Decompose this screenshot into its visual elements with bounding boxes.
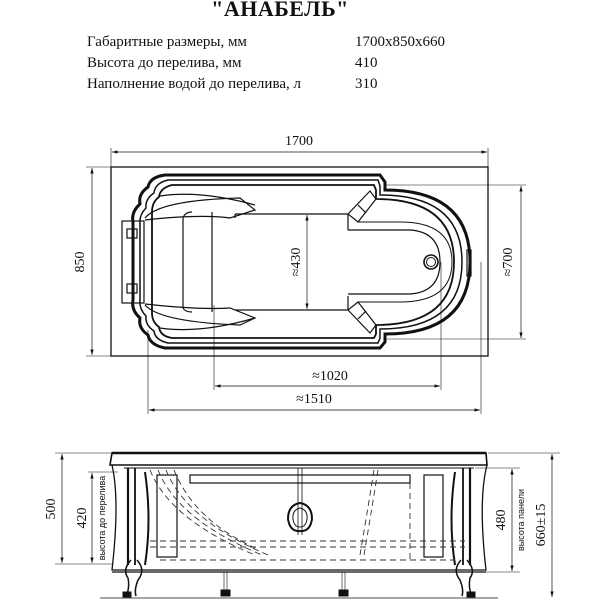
dim-total-height: 660±15 <box>534 504 549 547</box>
spec-row-dimensions: Габаритные размеры, мм 1700x850x660 <box>87 34 445 51</box>
dim-panel-height: 480 <box>494 510 509 531</box>
panel-height-label: высота панели <box>516 489 526 551</box>
dim-inner-width: ≈700 <box>501 248 516 277</box>
dim-inner-length: ≈1020 <box>312 369 348 384</box>
spec-value: 1700x850x660 <box>355 34 445 50</box>
top-view: 1700 850 ≈700 ≈430 ≈1020 ≈1510 <box>73 134 526 414</box>
dim-width: 850 <box>73 252 88 273</box>
spec-label: Габаритные размеры, мм <box>87 34 247 50</box>
spec-row-overflow-height: Высота до перелива, мм 410 <box>87 55 378 72</box>
spec-value: 410 <box>355 55 378 71</box>
dim-overflow-height: 420 <box>75 508 90 529</box>
dim-height: 500 <box>44 499 59 520</box>
product-title: "АНАБЕЛЬ" <box>211 0 349 21</box>
overflow-height-label: высота до перелива <box>97 476 107 561</box>
spec-label: Высота до перелива, мм <box>87 55 242 71</box>
dim-length: 1700 <box>285 134 313 149</box>
dim-bowl-length: ≈1510 <box>296 392 332 407</box>
side-view: 500 420 высота до перелива 480 высота па… <box>44 451 560 599</box>
spec-value: 310 <box>355 76 378 92</box>
spec-label: Наполнение водой до перелива, л <box>87 76 301 92</box>
spec-row-water-volume: Наполнение водой до перелива, л 310 <box>87 76 378 93</box>
dim-inner-depth: ≈430 <box>289 248 304 277</box>
